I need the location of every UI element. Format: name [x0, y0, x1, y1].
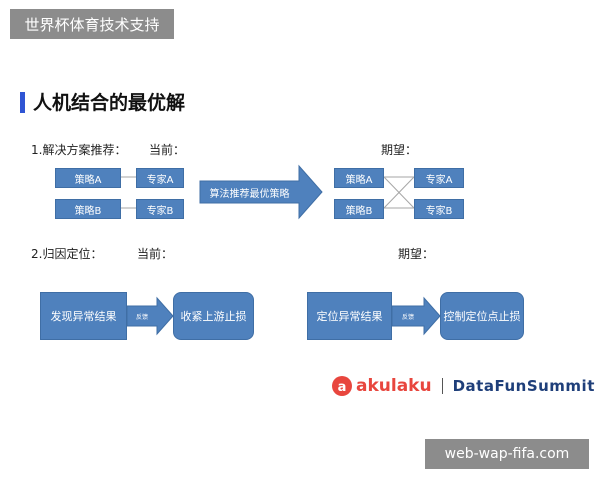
expected-feedback-arrow-label: 反馈: [401, 313, 414, 321]
expected-expert-a-box: 专家A: [414, 168, 464, 188]
current-find-anomaly-box: 发现异常结果: [40, 292, 127, 340]
current-strategy-b-box: 策略B: [55, 199, 121, 219]
expected-locate-anomaly-box: 定位异常结果: [307, 292, 392, 340]
section1-current-label: 当前：: [149, 143, 186, 157]
expected-strategy-b-box: 策略B: [334, 199, 384, 219]
logo-row: akulaku DataFunSummit: [332, 374, 595, 398]
current-expert-b-box: 专家B: [136, 199, 184, 219]
current-strategy-a-box: 策略A: [55, 168, 121, 188]
expected-strategy-a-box: 策略A: [334, 168, 384, 188]
section1-label: 1.解决方案推荐：: [31, 143, 127, 157]
section1-expected-label: 期望：: [381, 143, 418, 157]
expected-expert-b-box: 专家B: [414, 199, 464, 219]
svg-text:a: a: [338, 380, 347, 395]
section2-current-label: 当前：: [137, 247, 174, 261]
recommend-arrow-label: 算法推荐最优策略: [209, 188, 290, 200]
logo-divider: [441, 378, 443, 394]
section2-expected-label: 期望：: [398, 247, 435, 261]
recommend-arrow-shape: [199, 164, 323, 220]
feedback-arrow-current-shape: [126, 296, 174, 336]
section2-label: 2.归因定位：: [31, 247, 103, 261]
expected-control-point-box: 控制定位点止损: [440, 292, 524, 340]
title-accent-bar: [20, 92, 25, 113]
top-banner: 世界杯体育技术支持: [10, 9, 174, 39]
akulaku-logo-text: akulaku: [356, 376, 432, 396]
akulaku-logo-icon: [332, 376, 352, 396]
page-title: 人机结合的最优解: [33, 92, 186, 114]
watermark-banner: web-wap-fifa.com: [425, 439, 589, 469]
feedback-arrow-expected-shape: [391, 296, 441, 336]
current-feedback-arrow-label: 反馈: [135, 313, 148, 321]
current-tighten-upstream-box: 收紧上游止损: [173, 292, 254, 340]
current-expert-a-box: 专家A: [136, 168, 184, 188]
line-expected-ba: [383, 176, 415, 209]
datafunsummit-logo-text: DataFunSummit: [452, 377, 595, 395]
